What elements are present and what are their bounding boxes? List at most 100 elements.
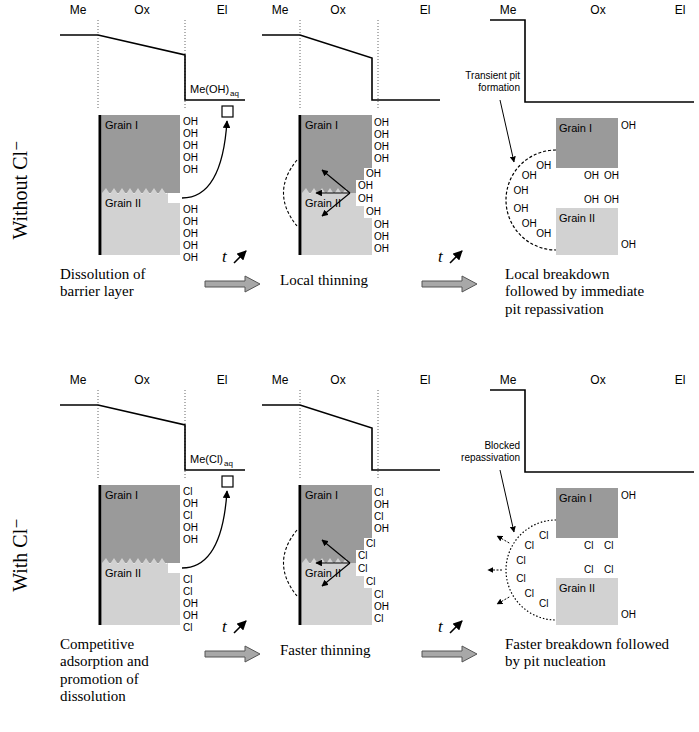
step-caption: Dissolution of barrier layer [60,266,175,301]
grain-fill [302,188,372,255]
subscript: aq [230,90,239,98]
adsorbed-species: OH [366,207,381,217]
pit-growth-arrow [497,597,509,604]
adsorbed-species: Cl [183,487,192,497]
adsorbed-species: Cl [374,590,383,600]
zone-label: El [675,374,686,386]
adsorbed-species: Cl [525,589,534,599]
adsorbed-species: Cl [525,541,534,551]
adsorbed-species: Cl [183,623,192,633]
pit-outline [506,150,556,250]
zone-boundary [98,20,99,108]
adsorbed-species: OH [183,523,198,533]
time-label: t [438,248,443,265]
time-label: t [222,618,227,635]
adsorbed-species: Cl [604,541,613,551]
grain-name: Grain II [302,195,344,211]
time-arrow [234,621,246,633]
grain-region: Grain II [102,193,180,255]
grain-name: Grain II [102,195,144,211]
adsorbed-species: OH [604,171,619,181]
metal-oxide-interface [299,485,302,625]
zone-label: Ox [590,374,605,386]
dissolved-species: Me(OH) [190,84,229,95]
adsorbed-species: OH [514,204,529,214]
step-caption: Local thinning [280,272,410,289]
grain-name: Grain I [102,117,141,133]
time-arrow [450,251,462,263]
adsorbed-species: Cl [539,531,548,541]
adsorbed-species: OH [358,194,373,204]
grain-fill [556,208,618,255]
zone-label: Me [70,374,87,386]
grain-region: Grain II [556,578,618,625]
adsorbed-species: OH [374,500,389,510]
grain-region: Grain I [102,115,180,193]
grain-region: Grain II [102,563,180,625]
adsorbed-species: Cl [516,556,525,566]
step-caption: Local breakdown followed by immediate pi… [505,266,655,318]
adsorbed-species: Cl [358,551,367,561]
grain-fill [302,558,372,625]
grain-fill [102,115,180,193]
adsorbed-species: Cl [539,599,548,609]
adsorbed-species: OH [604,195,619,205]
adsorbed-species: Cl [374,512,383,522]
adsorbed-species: OH [621,491,636,501]
potential-profile [262,35,440,100]
adsorbed-species: OH [374,244,389,254]
adsorbed-species: Cl [366,539,375,549]
adsorbed-species: OH [621,121,636,131]
grain-fill [102,558,180,625]
step-arrow [422,646,477,662]
grain-fill [302,115,372,193]
zone-label: Me [272,4,289,16]
callout-label: Transient pit formation [438,70,520,93]
adsorbed-species: OH [183,253,198,263]
thinning-arrow [316,562,350,563]
adsorbed-species: OH [374,154,389,164]
step-caption: Faster thinning [280,642,410,659]
time-label: t [222,248,227,265]
adsorbed-species: Cl [366,577,375,587]
step-caption: Faster breakdown followed by pit nucleat… [505,636,677,671]
potential-profile [60,405,245,470]
subscript: aq [224,460,233,468]
grain-fill [102,188,180,255]
thinning-arrow [316,192,350,193]
thinning-front [284,530,298,596]
zone-label: Me [272,374,289,386]
zone-label: Ox [330,374,345,386]
adsorbed-species: OH [522,219,537,229]
adsorbed-species: OH [536,229,551,239]
adsorbed-species: OH [183,165,198,175]
grain-fill [302,485,372,563]
adsorbed-species: OH [374,232,389,242]
zone-label: Me [70,4,87,16]
adsorbed-species: Cl [584,565,593,575]
adsorbed-species: OH [183,611,198,621]
grain-region: Grain I [102,485,180,563]
adsorbed-species: OH [584,171,599,181]
grain-name: Grain I [556,120,595,136]
callout-leader [500,100,514,162]
zone-label: El [420,374,431,386]
time-arrow [450,621,462,633]
metal-oxide-interface [99,115,102,255]
zone-boundary [300,390,301,478]
step-arrow [205,276,260,292]
grain-name: Grain II [556,210,598,226]
grain-region: Grain II [556,208,618,255]
dissolution-arrow [182,121,227,198]
grain-fill [102,485,180,563]
grain-name: Grain I [556,490,595,506]
dissolved-ion-symbol [222,476,233,487]
adsorbed-species: OH [183,535,198,545]
adsorbed-species: OH [183,229,198,239]
zone-boundary [98,390,99,478]
grain-region: Grain I [556,488,618,538]
grain-name: Grain II [302,565,344,581]
dissolved-species: Me(Cl) [190,454,223,465]
thinning-front [284,160,298,226]
